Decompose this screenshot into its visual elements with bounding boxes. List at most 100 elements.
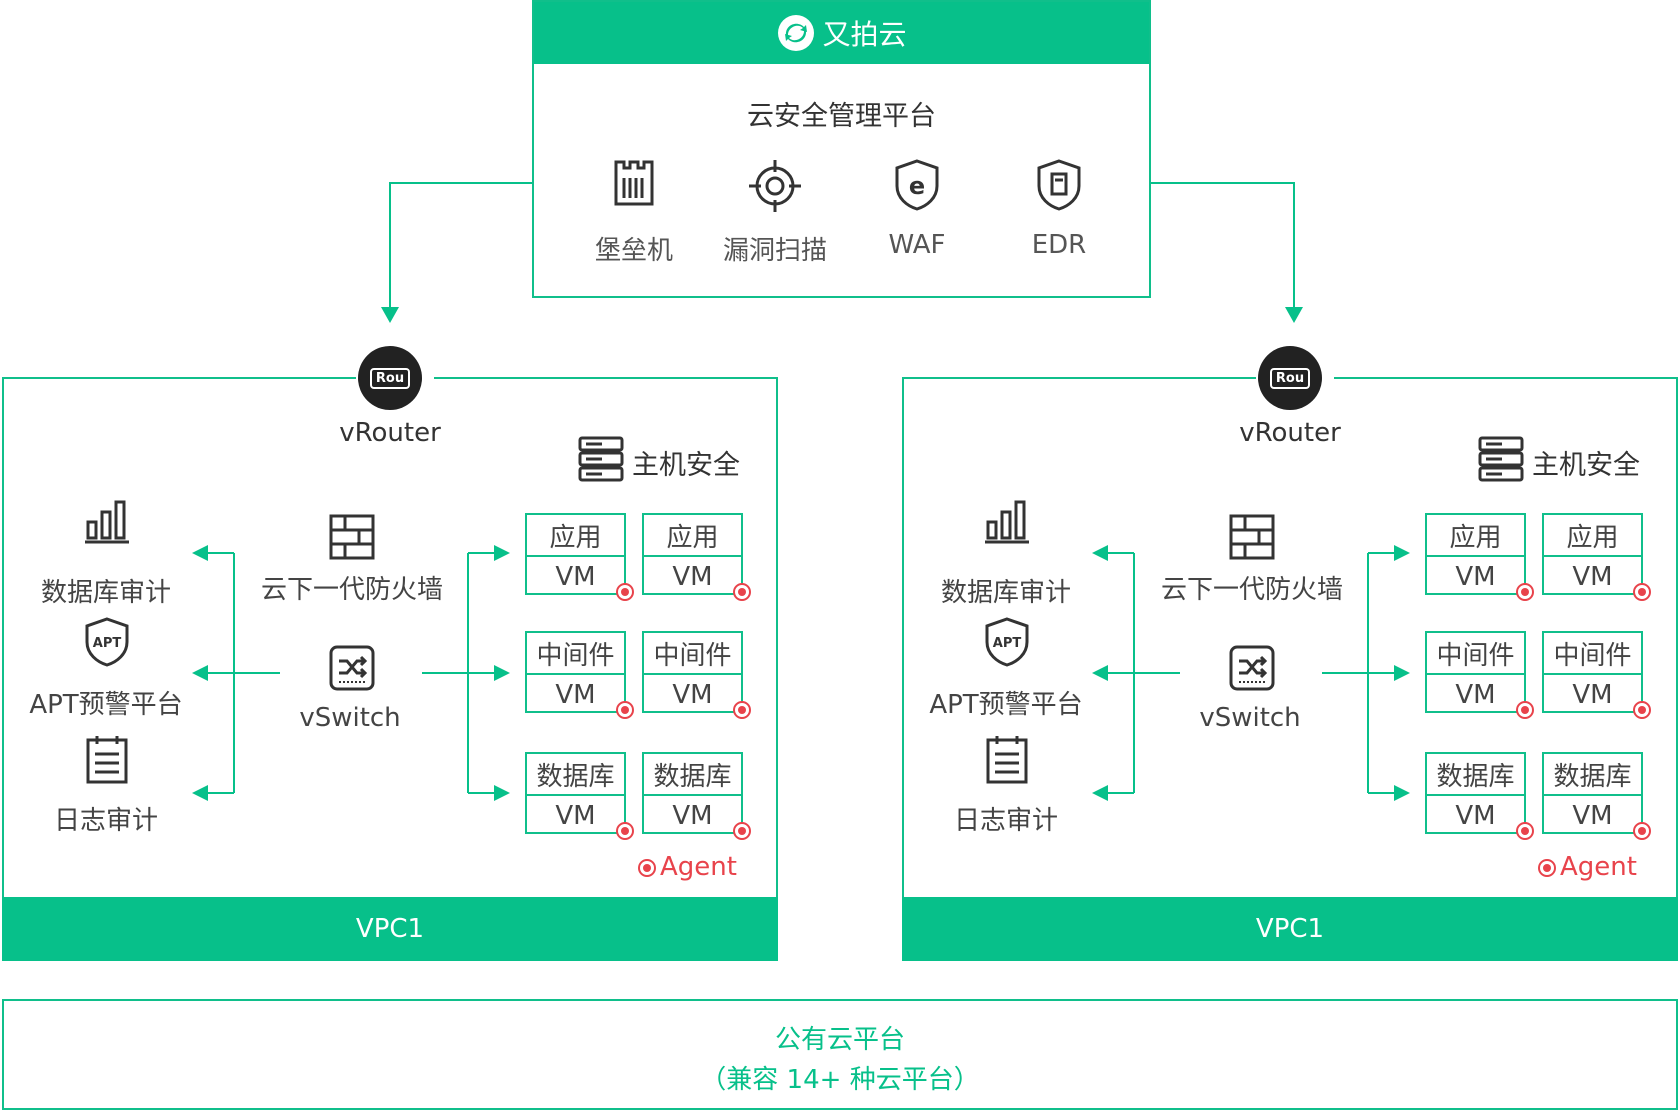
security-service-label: 数据库审计	[940, 578, 1071, 608]
vm-node: 数据库 VM	[1425, 752, 1534, 840]
switch-label: vSwitch	[299, 703, 401, 733]
security-service-label: 数据库审计	[40, 578, 171, 608]
vm-role: 应用	[527, 515, 624, 557]
vm-label: VM	[555, 801, 596, 831]
brand-name: 又拍云	[822, 18, 907, 51]
agent-indicator-icon	[1633, 822, 1651, 840]
brand-header: 又拍云	[534, 2, 1149, 64]
agent-indicator-icon	[733, 583, 751, 601]
router-icon: Rou	[358, 346, 422, 410]
vm-node: 应用 VM	[525, 513, 634, 601]
vm-role: 应用	[644, 515, 741, 557]
shield-e-icon: e	[889, 158, 945, 216]
agent-indicator-icon	[733, 701, 751, 719]
server-stack-icon	[1478, 436, 1524, 486]
agent-indicator-icon	[616, 701, 634, 719]
agent-label: Agent	[660, 852, 737, 882]
security-service-label: APT预警平台	[29, 690, 183, 720]
vm-role: 应用	[1427, 515, 1524, 557]
switch-icon	[1228, 644, 1276, 696]
platform-to-vpc1-arrow	[389, 182, 532, 316]
bastion-icon	[606, 158, 662, 214]
vm-node: 数据库 VM	[525, 752, 634, 840]
apt-shield-icon: APT	[982, 616, 1032, 672]
platform-title: 云安全管理平台	[747, 101, 936, 132]
vm-node: 数据库 VM	[1542, 752, 1651, 840]
svg-text:APT: APT	[993, 636, 1022, 651]
switch-label: vSwitch	[1199, 703, 1301, 733]
apt-shield-icon: APT	[82, 616, 132, 672]
svg-text:APT: APT	[93, 636, 122, 651]
vm-role: 数据库	[644, 754, 741, 796]
agent-dot-icon	[1538, 858, 1556, 877]
tool-label: 漏洞扫描	[722, 236, 827, 266]
server-stack-icon	[578, 436, 624, 486]
agent-indicator-icon	[1516, 583, 1534, 601]
host-security-label: 主机安全	[1532, 450, 1640, 481]
vm-role: 中间件	[527, 633, 624, 675]
router-label: vRouter	[339, 418, 441, 448]
vm-label: VM	[1455, 680, 1496, 710]
agent-legend: Agent	[1538, 852, 1637, 882]
router-label: vRouter	[1239, 418, 1341, 448]
target-icon	[747, 158, 803, 218]
vm-label: VM	[672, 801, 713, 831]
vpc-name: VPC1	[1255, 914, 1325, 944]
vm-role: 数据库	[1544, 754, 1641, 796]
vm-node: 中间件 VM	[1542, 631, 1651, 719]
vm-node: 应用 VM	[642, 513, 751, 601]
public-cloud-panel: 公有云平台 （兼容 14+ 种云平台）	[2, 999, 1678, 1110]
firewall-label: 云下一代防火墙	[1160, 575, 1343, 605]
security-service-label: 日志审计	[53, 806, 158, 836]
agent-dot-icon	[638, 858, 656, 877]
vpc-name-bar: VPC1	[902, 897, 1678, 961]
platform-to-vpc2-arrow	[1151, 182, 1295, 316]
bar-chart-icon	[82, 500, 132, 548]
vm-label: VM	[555, 562, 596, 592]
vm-label: VM	[672, 680, 713, 710]
host-security-label: 主机安全	[632, 450, 740, 481]
security-service-label: APT预警平台	[929, 690, 1083, 720]
vm-label: VM	[1572, 801, 1613, 831]
vm-label: VM	[1572, 562, 1613, 592]
router-badge: Rou	[1269, 367, 1311, 389]
shield-doc-icon	[1031, 158, 1087, 216]
log-icon	[82, 734, 132, 788]
firewall-icon	[1229, 514, 1275, 564]
firewall-label: 云下一代防火墙	[260, 575, 443, 605]
vm-label: VM	[1572, 680, 1613, 710]
vm-role: 中间件	[1544, 633, 1641, 675]
vm-label: VM	[1455, 801, 1496, 831]
agent-indicator-icon	[1633, 583, 1651, 601]
public-cloud-title: 公有云平台	[774, 1025, 905, 1055]
svg-text:e: e	[909, 172, 925, 200]
vm-role: 数据库	[527, 754, 624, 796]
vm-node: 数据库 VM	[642, 752, 751, 840]
agent-indicator-icon	[1633, 701, 1651, 719]
agent-indicator-icon	[1516, 822, 1534, 840]
router-icon: Rou	[1258, 346, 1322, 410]
public-cloud-subtitle: （兼容 14+ 种云平台）	[700, 1065, 980, 1095]
vm-label: VM	[555, 680, 596, 710]
bar-chart-icon	[982, 500, 1032, 548]
brand-logo-icon	[778, 15, 815, 51]
firewall-icon	[329, 514, 375, 564]
agent-indicator-icon	[1516, 701, 1534, 719]
tool-label: 堡垒机	[594, 236, 673, 266]
tool-label: EDR	[1031, 230, 1087, 260]
vm-role: 中间件	[1427, 633, 1524, 675]
agent-indicator-icon	[733, 822, 751, 840]
vm-label: VM	[672, 562, 713, 592]
security-service-label: 日志审计	[953, 806, 1058, 836]
vm-node: 中间件 VM	[1425, 631, 1534, 719]
agent-label: Agent	[1560, 852, 1637, 882]
agent-legend: Agent	[638, 852, 737, 882]
vpc-name-bar: VPC1	[2, 897, 778, 961]
vm-role: 数据库	[1427, 754, 1524, 796]
